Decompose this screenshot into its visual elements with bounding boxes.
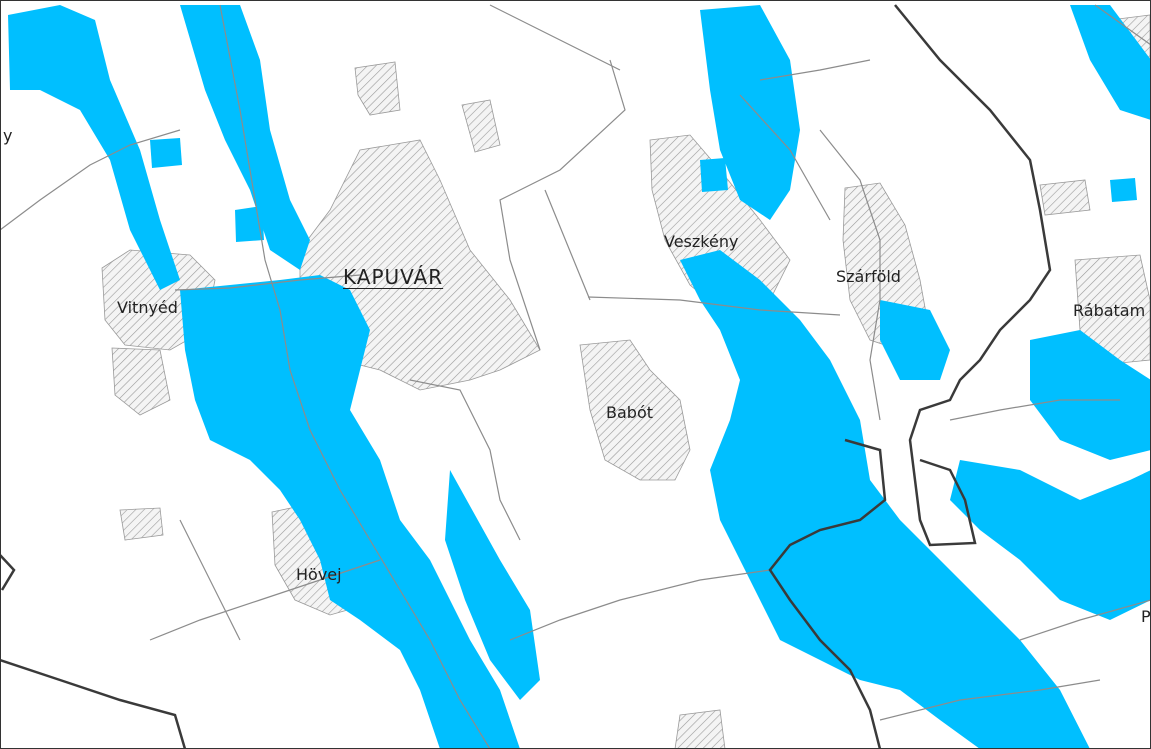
road-line	[739, 94, 831, 221]
road-line	[544, 189, 591, 301]
water-northeast	[1070, 5, 1151, 120]
settlement-hovej-west	[119, 507, 164, 541]
town-label-hovej[interactable]: Hövej	[296, 565, 342, 584]
town-label-babot[interactable]: Babót	[606, 403, 653, 422]
water-north-center	[700, 5, 800, 220]
road-line	[587, 296, 841, 316]
settlement-east-small	[1039, 179, 1091, 216]
town-label-vitnyed[interactable]: Vitnyéd	[117, 298, 178, 317]
road-line	[1019, 599, 1151, 641]
road-line	[174, 274, 361, 291]
settlement-kapuvar-ne	[461, 99, 501, 153]
water-creek-south	[445, 470, 540, 700]
road-line	[0, 129, 181, 231]
town-label-szarfold[interactable]: Szárföld	[836, 267, 901, 286]
settlement-kapuvar-north	[354, 61, 401, 116]
border-line-east	[894, 4, 1052, 547]
road-line	[409, 379, 521, 541]
water-pond-b	[700, 158, 728, 192]
water-west-main	[180, 275, 520, 749]
town-label-edge-left[interactable]: y	[3, 126, 13, 145]
road-line	[489, 4, 621, 71]
road-line	[499, 59, 626, 351]
road-line	[509, 569, 771, 641]
road-line	[179, 519, 241, 641]
road-line	[759, 59, 871, 81]
water-pond-a	[150, 138, 182, 168]
water-rabatamasi	[1030, 330, 1151, 460]
city-label-kapuvar[interactable]: KAPUVÁR	[343, 265, 444, 289]
water-areas	[8, 5, 1151, 749]
town-label-rabatamasi[interactable]: Rábatam	[1073, 301, 1146, 320]
water-pond-d	[235, 206, 264, 242]
road-line	[1094, 4, 1151, 46]
road-lines	[0, 4, 1151, 749]
town-label-veszkeny[interactable]: Veszkény	[664, 232, 739, 251]
district-borders	[0, 4, 1052, 749]
border-line-center	[768, 438, 887, 749]
road-line	[219, 4, 491, 749]
water-pond-c	[1110, 178, 1137, 202]
border-line-west	[0, 658, 187, 749]
road-line	[819, 129, 881, 421]
water-szarfold-east	[880, 300, 950, 380]
settlement-vitnyed-south	[111, 347, 171, 416]
settlement-babot	[579, 339, 691, 481]
road-line	[149, 559, 381, 641]
town-label-edge-right[interactable]: P	[1141, 607, 1151, 626]
water-east-right	[950, 460, 1151, 620]
water-east-main	[680, 250, 1090, 749]
water-northwest-channel	[8, 5, 180, 290]
road-line	[949, 399, 1120, 421]
border-line-left-edge	[0, 554, 16, 591]
settlement-se-small	[674, 709, 726, 749]
road-line	[879, 679, 1101, 721]
